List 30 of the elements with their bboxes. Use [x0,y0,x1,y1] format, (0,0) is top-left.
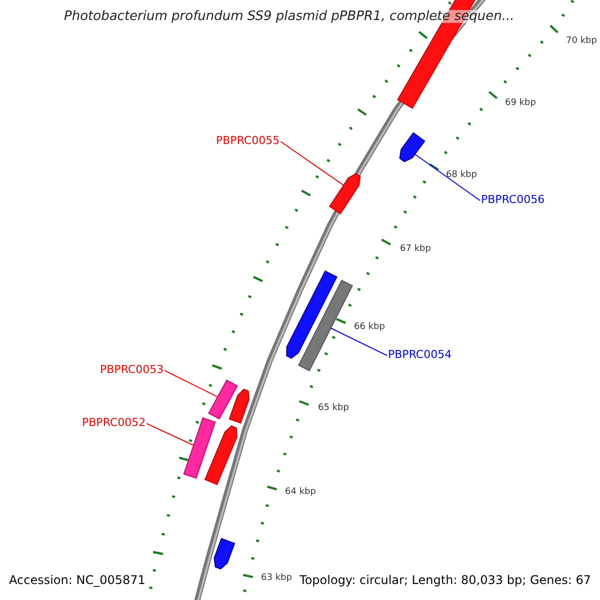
gene-block [286,270,338,359]
gene-label: PBPRC0056 [481,193,545,206]
scale-label: 68 kbp [446,170,477,181]
accession-note: Accession: NC_005871 [9,574,146,587]
scale-label: 65 kbp [318,403,349,414]
gene-label: PBPRC0053 [100,363,164,376]
scale-label: 66 kbp [354,322,385,333]
gene-bar [183,417,216,479]
scale-label: 69 kbp [505,98,536,109]
gene-block [399,132,426,162]
gene-bar [208,379,238,420]
leader-line [414,154,480,201]
leader-line [280,141,344,186]
gene-block [328,172,361,214]
leader-line [164,370,218,398]
scale-label: 67 kbp [400,244,431,255]
gene-block [228,388,250,424]
leader-line [330,328,388,356]
title: Photobacterium profundum SS9 plasmid pPBPR1, complete sequen... [64,10,514,23]
leader-line [146,423,194,446]
gene-bar [298,280,354,372]
scale-label: 63 kbp [261,573,292,584]
gene-block [204,425,238,486]
gene-label: PBPRC0055 [216,134,280,147]
scale-label: 64 kbp [285,487,316,498]
gene-label: PBPRC0052 [82,416,146,429]
summary-note: Topology: circular; Length: 80,033 bp; Genes: 67 [300,574,591,587]
scale-label: 70 kbp [566,36,597,47]
gene-block [214,538,236,570]
gene-label: PBPRC0054 [388,348,452,361]
